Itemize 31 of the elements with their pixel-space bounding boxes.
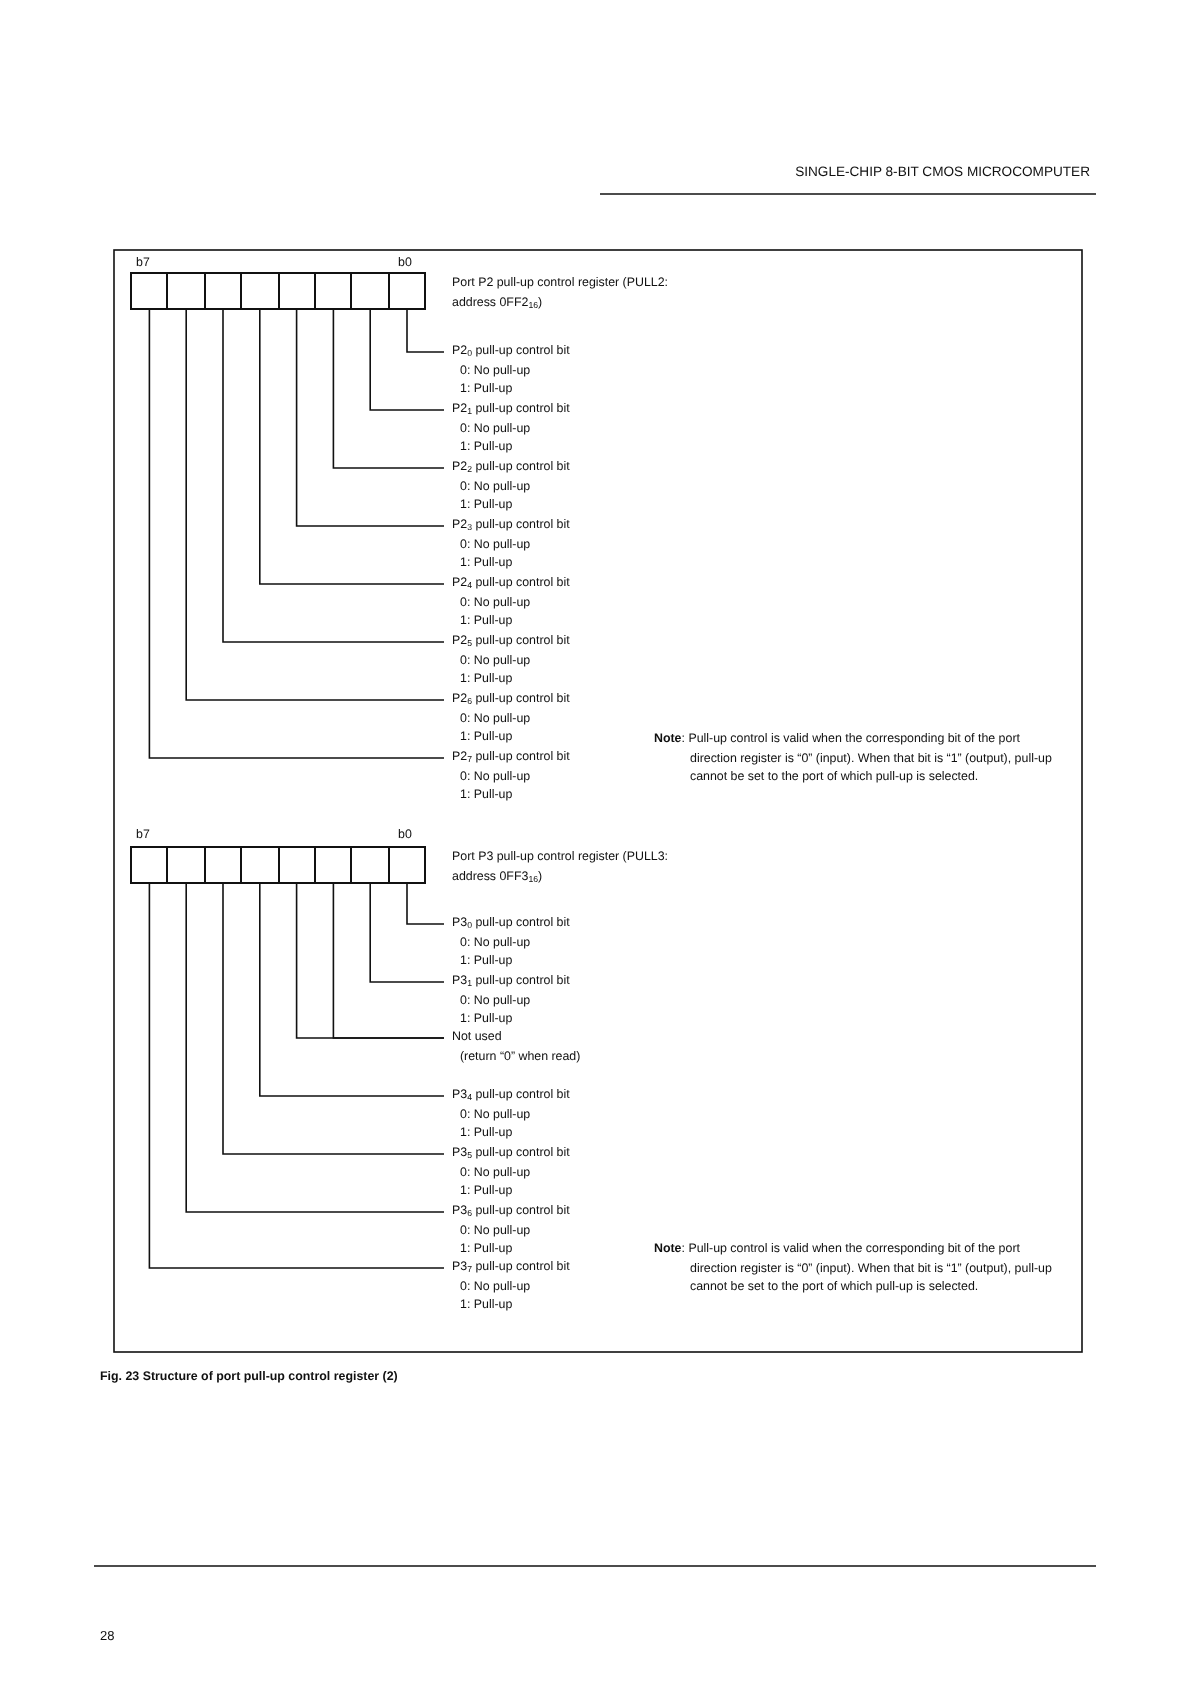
register-bit-cell — [203, 846, 243, 884]
leader-line — [259, 883, 445, 1097]
register-bit-cell — [166, 846, 206, 884]
leader-line — [259, 309, 445, 585]
leader-line — [185, 883, 445, 1213]
leader-line — [222, 309, 445, 643]
register-bit-cell — [387, 846, 427, 884]
leader-line — [332, 309, 445, 469]
register-bit-cell — [350, 846, 390, 884]
register-bit-cell — [277, 272, 316, 310]
leader-line — [406, 883, 445, 925]
register-bit-cell — [314, 272, 353, 310]
register-bit-cell — [166, 272, 206, 310]
leader-line — [222, 883, 445, 1155]
register-bit-cell — [387, 272, 427, 310]
leader-line — [185, 309, 445, 701]
register-bit-cell — [130, 846, 169, 884]
register-bit-cell — [130, 272, 169, 310]
register-bit-cell — [277, 846, 316, 884]
register-bit-cell — [240, 846, 280, 884]
register-bit-cell — [240, 272, 280, 310]
leader-line — [369, 309, 445, 411]
register-bit-cell — [203, 272, 243, 310]
leader-line — [148, 883, 445, 1269]
leader-line — [406, 309, 445, 353]
leader-line — [148, 309, 445, 759]
leader-line — [295, 309, 445, 527]
leader-line — [369, 883, 445, 983]
register-bit-cell — [314, 846, 353, 884]
leader-line — [295, 883, 445, 1039]
register-bit-cell — [350, 272, 390, 310]
